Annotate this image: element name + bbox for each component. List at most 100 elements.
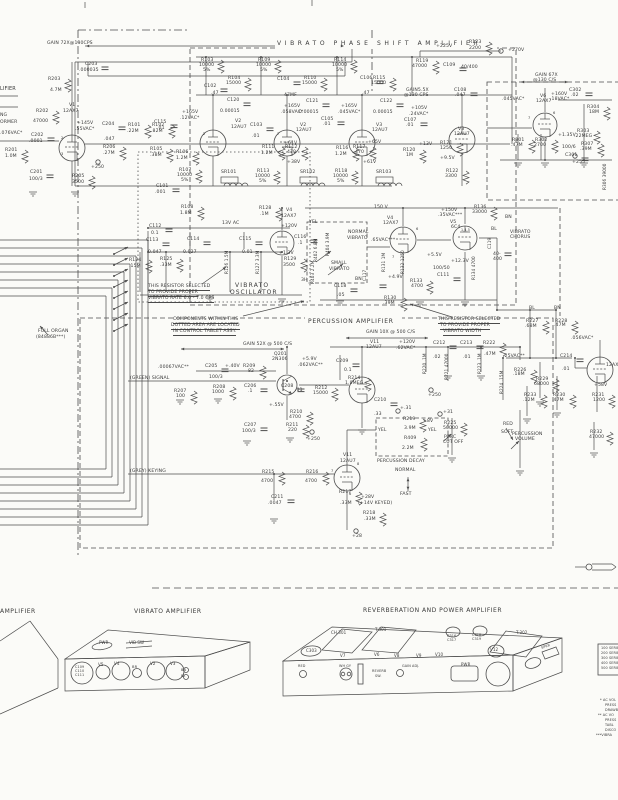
schematic-label: VIBRATO xyxy=(347,236,368,241)
schematic-label: 8 xyxy=(357,462,360,466)
schematic-label: .33M xyxy=(340,501,352,506)
schematic-label: 0.00015 xyxy=(220,109,240,114)
schematic-label: BL xyxy=(491,227,497,232)
schematic-label: +.40V xyxy=(225,364,240,369)
schematic-label: R209 xyxy=(243,364,256,369)
schematic-label: +150V xyxy=(441,208,458,213)
schematic-label: @130 CPS xyxy=(404,93,429,98)
schematic-label: 15000 xyxy=(226,81,242,86)
schematic-label: 1.2M xyxy=(261,151,273,156)
schematic-label: C105 xyxy=(321,117,334,122)
schematic-label: +165V xyxy=(341,104,358,109)
schematic-label: .47 xyxy=(362,91,370,96)
schematic-label: 220 xyxy=(288,428,298,433)
schematic-label: VIB SW xyxy=(129,640,145,645)
schematic-label: +255 xyxy=(572,160,586,165)
schematic-label: 200 SERIES xyxy=(601,651,618,655)
schematic-label: 2700 xyxy=(534,143,547,148)
schematic-label: R225 xyxy=(444,421,457,426)
schematic-label: R107 xyxy=(179,168,192,173)
schematic-label: BL xyxy=(529,306,535,311)
schematic-label: 12AX7 xyxy=(383,221,399,226)
schematic-label: R121 xyxy=(440,141,453,146)
schematic-label: R129 xyxy=(284,257,297,262)
schematic-label: 82 xyxy=(248,369,255,374)
schematic-label: V3 xyxy=(458,127,465,132)
schematic-label: VIBRATO RATE 6.6 - 7.0 CPS xyxy=(148,296,215,304)
schematic-label: 7 xyxy=(331,469,334,473)
schematic-label: R111 xyxy=(262,145,275,150)
schematic-label: V2 xyxy=(300,123,307,128)
schematic-label: CUT OFF xyxy=(443,440,464,445)
schematic-label: +38V xyxy=(287,160,301,165)
schematic-label: 1.8M xyxy=(180,211,192,216)
schematic-label: C120 xyxy=(227,98,240,103)
schematic-label: 10000 xyxy=(199,63,215,68)
schematic-label: R122 xyxy=(446,169,459,174)
schematic-label: R136 xyxy=(474,205,487,210)
schematic-label: R208 xyxy=(213,385,226,390)
schematic-label: R409 xyxy=(404,436,417,441)
schematic-label: C107 xyxy=(404,118,417,123)
schematic-label: C211 xyxy=(271,495,284,500)
schematic-label: .045VAC* xyxy=(338,110,361,115)
schematic-label: R302 xyxy=(535,138,548,143)
schematic-label: 0.00015 xyxy=(373,110,393,115)
schematic-label: 12AU7 xyxy=(340,459,356,464)
schematic-label: +4.9V xyxy=(388,275,403,280)
schematic-label: CHORUS xyxy=(510,235,531,240)
schematic-label: R207 xyxy=(174,389,187,394)
schematic-label: 47000 xyxy=(412,64,428,69)
schematic-label: R212 xyxy=(315,386,328,391)
schematic-label: SMALL xyxy=(331,261,347,266)
schematic-label: 4.7M xyxy=(50,88,62,93)
schematic-label: .47M xyxy=(552,398,564,403)
schematic-label: .02 xyxy=(571,93,579,98)
schematic-label: +13V xyxy=(419,142,433,147)
schematic-label: 4700 xyxy=(261,479,274,484)
schematic-label: C202 xyxy=(31,133,44,138)
schematic-label: .01 xyxy=(157,126,165,131)
schematic-label: .01 xyxy=(295,388,303,393)
schematic-label: R217 xyxy=(339,490,352,495)
schematic-label: R306 39000 xyxy=(602,163,607,190)
schematic-label: R232 xyxy=(590,430,603,435)
schematic-label: V5 xyxy=(98,662,104,667)
schematic-label: .65VAC*** xyxy=(371,238,396,243)
schematic-label: 150 V xyxy=(374,205,388,210)
schematic-label: 1.0M xyxy=(5,154,17,159)
schematic-label: V4 xyxy=(114,661,120,666)
schematic-label: R402 6.8M xyxy=(313,238,318,262)
schematic-label: 18M xyxy=(589,110,600,115)
schematic-label: .0047 xyxy=(268,501,282,506)
schematic-label: RED xyxy=(298,664,306,668)
schematic-label: +9.5V xyxy=(440,156,455,161)
schematic-label: GAIN5.5X xyxy=(406,88,429,93)
schematic-label: R404 3.9M xyxy=(325,232,330,256)
schematic-label: 10000 xyxy=(177,173,193,178)
schematic-label: GAIN ADJ. xyxy=(402,664,420,668)
schematic-label: C204 xyxy=(102,122,115,127)
schematic-label: .01 xyxy=(323,122,331,127)
schematic-label: .38M xyxy=(150,153,162,158)
schematic-label: +61V xyxy=(363,160,377,165)
schematic-label: 7 xyxy=(392,255,395,259)
schematic-label: C122 xyxy=(380,99,393,104)
schematic-label: .058VAC* xyxy=(281,110,304,115)
schematic-label: R230 xyxy=(553,393,566,398)
schematic-label: R133 xyxy=(410,279,423,284)
schematic-label: BN xyxy=(554,306,561,311)
schematic-label: .27M xyxy=(103,151,115,156)
schematic-label: 100/50 xyxy=(433,266,450,271)
schematic-label: .33 xyxy=(374,412,382,417)
schematic-label: C121 xyxy=(306,99,319,104)
schematic-label: NG xyxy=(0,113,8,118)
schematic-label: VIBRATO WIDTH xyxy=(443,329,482,337)
schematic-label: 1.2M xyxy=(335,152,347,157)
schematic-label: 100/3 xyxy=(242,429,256,434)
schematic-label: 5% xyxy=(337,179,345,184)
schematic-label: .1M xyxy=(260,212,269,217)
schematic-label: 100 SERIES xyxy=(601,646,618,650)
schematic-label: 100/6 xyxy=(562,145,576,150)
schematic-label: PRESS xyxy=(605,703,617,707)
